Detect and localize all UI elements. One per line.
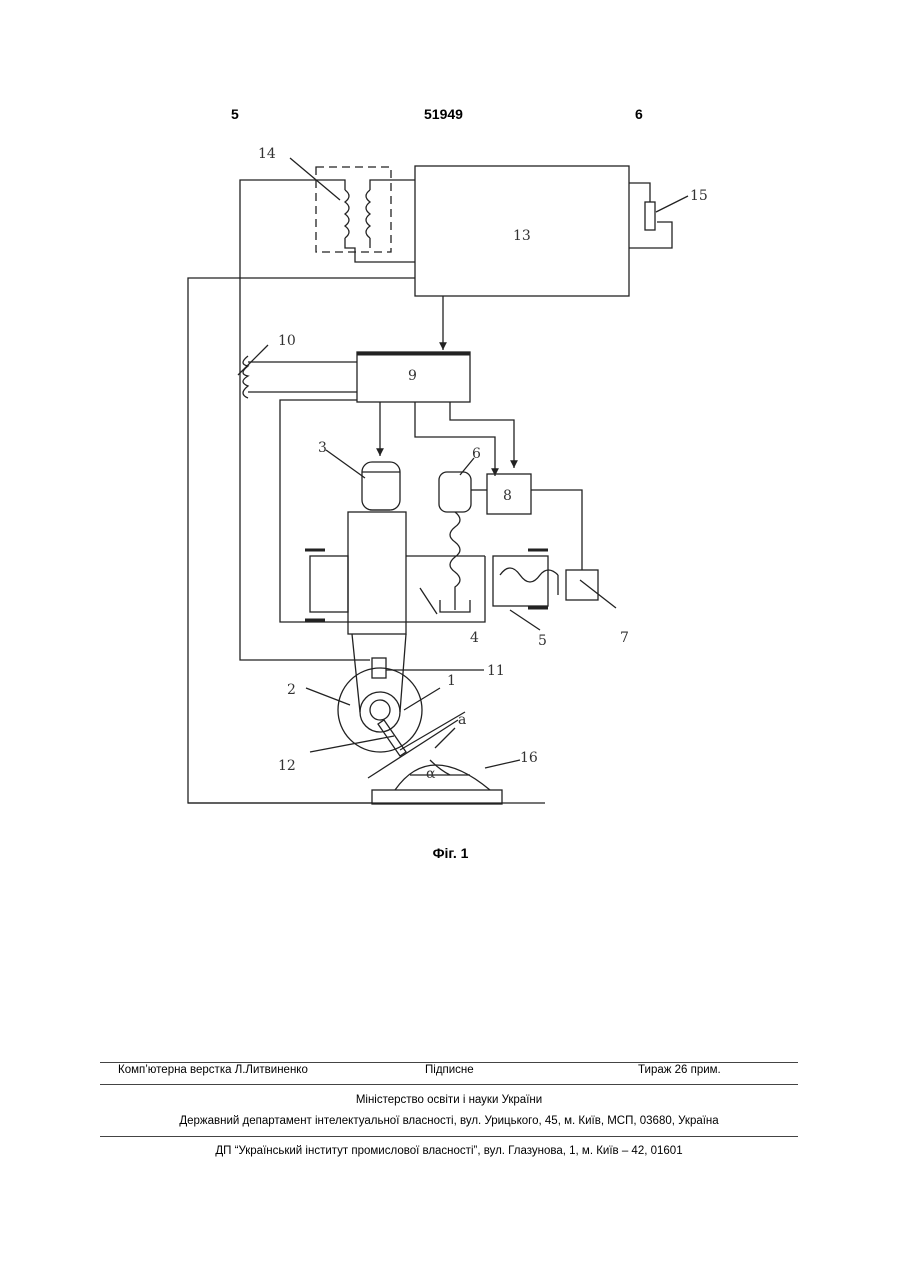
- footer-rule-top: [100, 1062, 798, 1063]
- label-6: 6: [472, 446, 481, 462]
- label-8: 8: [503, 488, 512, 504]
- footer-rule-middle: [100, 1084, 798, 1085]
- block-15: [629, 183, 672, 248]
- motor-7: [566, 570, 598, 600]
- wheel: [338, 668, 422, 752]
- label-a: a: [458, 712, 466, 728]
- footer-institute: ДП “Український інститут промислової вла…: [100, 1145, 798, 1157]
- footer-ministry: Міністерство освіти і науки України: [100, 1094, 798, 1106]
- label-13: 13: [513, 228, 531, 244]
- mechanism-5: [493, 556, 548, 606]
- label-16: 16: [520, 750, 538, 766]
- label-11: 11: [487, 663, 505, 679]
- label-10: 10: [278, 333, 296, 349]
- footer-rule-bottom: [100, 1136, 798, 1137]
- label-7: 7: [620, 630, 629, 646]
- label-4: 4: [470, 630, 479, 646]
- label-15: 15: [690, 188, 708, 204]
- label-9: 9: [408, 368, 417, 384]
- label-3: 3: [318, 440, 327, 456]
- footer-typesetter: Комп’ютерна верстка Л.Литвиненко: [118, 1064, 308, 1076]
- footer-department: Державний департамент інтелектуальної вл…: [100, 1115, 798, 1127]
- figure-caption: Фіг. 1: [0, 845, 901, 861]
- label-5: 5: [538, 633, 547, 649]
- footer-signed: Підписне: [425, 1064, 474, 1076]
- column: [348, 512, 406, 634]
- label-12: 12: [278, 758, 296, 774]
- label-1: 1: [447, 673, 456, 689]
- footer-circulation: Тираж 26 прим.: [638, 1064, 721, 1076]
- workpiece-16: [395, 765, 490, 790]
- label-2: 2: [287, 682, 296, 698]
- motor-3: [362, 462, 400, 510]
- label-14: 14: [258, 146, 276, 162]
- label-alpha: α: [426, 766, 436, 782]
- motor-6: [439, 472, 471, 512]
